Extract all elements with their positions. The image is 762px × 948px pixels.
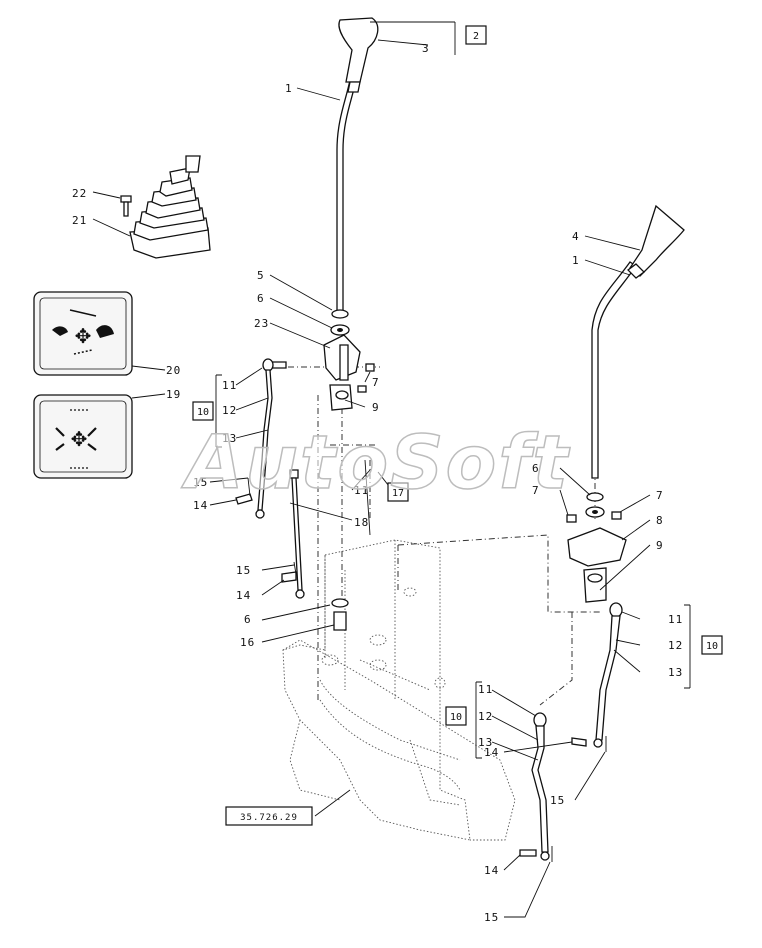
callout-label: 13 — [478, 736, 493, 749]
callout-label: 12 — [668, 639, 683, 652]
reference-box — [701, 635, 723, 655]
callout-label: 21 — [72, 214, 87, 227]
bolt — [120, 195, 132, 217]
callout-label: 7 — [532, 484, 540, 497]
right-pivot-parts — [566, 492, 627, 603]
callout-label: 12 — [478, 710, 493, 723]
callout-label: 15 — [236, 564, 251, 577]
left-pivot-parts — [323, 309, 375, 411]
callout-label: 5 — [257, 269, 265, 282]
callout-label: 4 — [572, 230, 580, 243]
reference-box — [387, 482, 409, 502]
svg-text:✥: ✥ — [75, 324, 92, 348]
callout-label: 19 — [166, 388, 181, 401]
callout-label: 18 — [354, 516, 369, 529]
callout-label: 11 — [354, 484, 369, 497]
section-reference-label: 35.726.29 — [240, 813, 298, 823]
callout-label: 20 — [166, 364, 181, 377]
callout-label: 1 — [572, 254, 580, 267]
callout-label: 14 — [484, 864, 499, 877]
callout-label: 13 — [668, 666, 683, 679]
callout-label: 15 — [193, 476, 208, 489]
mounting-frame — [282, 539, 516, 841]
reference-box — [192, 401, 214, 421]
control-pattern-decal: ✥ — [33, 291, 133, 376]
leader-lines — [92, 21, 691, 918]
svg-text:✥: ✥ — [71, 427, 88, 451]
reference-box-label: 10 — [197, 407, 209, 418]
callout-label: 9 — [656, 539, 664, 552]
left-control-lever — [336, 17, 379, 313]
reference-box-label: 2 — [473, 31, 479, 42]
callout-label: 15 — [484, 911, 499, 924]
callout-label: 3 — [422, 42, 430, 55]
callout-label: 14 — [193, 499, 208, 512]
boxed-references: 2 10 17 10 10 35.726.29 — [192, 25, 723, 826]
callout-label: 16 — [240, 636, 255, 649]
right-control-lever — [591, 204, 685, 479]
callout-label: 11 — [222, 379, 237, 392]
callout-label: 6 — [244, 613, 252, 626]
callout-label: 22 — [72, 187, 87, 200]
watermark: AutoSoft — [181, 420, 570, 506]
callout-label: 6 — [257, 292, 265, 305]
callout-label: 13 — [222, 432, 237, 445]
callout-label: 11 — [478, 683, 493, 696]
callout-numbers: 1 3 22 21 5 6 23 7 9 20 19 11 12 13 15 1… — [72, 42, 683, 924]
callout-label: 14 — [236, 589, 251, 602]
callout-label: 6 — [532, 462, 540, 475]
callout-label: 23 — [254, 317, 269, 330]
callout-label: 1 — [285, 82, 293, 95]
rubber-boot — [129, 155, 211, 259]
callout-label: 14 — [484, 746, 499, 759]
reference-box — [225, 806, 313, 826]
right-link-rods — [519, 602, 623, 862]
control-pattern-decal: ✥ — [33, 394, 133, 479]
left-link-rods — [235, 358, 349, 631]
reference-box-label: 17 — [392, 488, 404, 499]
callout-label: 9 — [372, 401, 380, 414]
assembly-centre-lines — [275, 366, 600, 706]
callout-label: 11 — [668, 613, 683, 626]
reference-box-label: 10 — [450, 712, 462, 723]
callout-label: 7 — [656, 489, 664, 502]
reference-box — [445, 706, 467, 726]
reference-box-label: 10 — [706, 641, 718, 652]
reference-box — [465, 25, 487, 45]
callout-label: 15 — [550, 794, 565, 807]
callout-label: 8 — [656, 514, 664, 527]
callout-label: 7 — [372, 376, 380, 389]
callout-label: 12 — [222, 404, 237, 417]
